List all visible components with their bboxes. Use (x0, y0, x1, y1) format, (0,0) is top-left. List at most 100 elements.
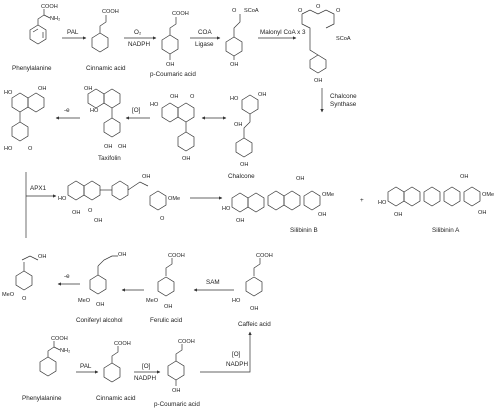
oh-label: OH (118, 144, 126, 150)
oh-label: OH (230, 62, 238, 68)
plus-label: + (360, 197, 364, 204)
nh2-label: NH₂ (60, 348, 70, 354)
taxifolin-label: Taxifolin (98, 155, 121, 162)
phenylalanine-bottom-structure: COOH NH₂ (39, 336, 70, 377)
meo-label: MeO (78, 298, 91, 304)
ho-label: HO (230, 96, 239, 102)
oh-label: OH (164, 304, 172, 310)
cinnamic-bottom-structure: COOH (103, 341, 131, 383)
ome-label: OMe (168, 196, 180, 202)
o-label: O (190, 94, 195, 100)
oh-label: OH (318, 212, 326, 218)
silibinin-a-label: Silibinin A (432, 227, 460, 234)
pal-bottom-label: PAL (80, 363, 92, 370)
oh-label: OH (72, 210, 80, 216)
cinnamic-top-label: Cinnamic acid (86, 65, 126, 72)
o-label: O (88, 208, 93, 214)
oh-label: OH (38, 254, 46, 260)
ho-label: HO (4, 146, 13, 152)
ho-label: HO (90, 108, 99, 114)
minus-e-top-label: -e (64, 107, 70, 114)
oh-label: OH (460, 174, 468, 180)
oh-label: OH (118, 252, 126, 258)
caffeic-acid-structure: COOH HO OH (232, 253, 273, 312)
phenylalanine-top-structure: COOH NH₂ (29, 4, 60, 45)
nadph-b1-label: NADPH (134, 375, 156, 382)
oh-label: OH (478, 210, 486, 216)
cooh-label: COOH (178, 339, 195, 345)
o-label: O (298, 8, 303, 14)
o-label: O (316, 4, 321, 10)
oh-label: OH (104, 144, 112, 150)
silibinin-b-label: Silibinin B (290, 227, 318, 234)
nh2-label: NH₂ (50, 16, 60, 22)
oh-label: OH (258, 92, 266, 98)
coumaric-bottom-structure: COOH OH (167, 339, 195, 394)
ox-mid-label: [O] (132, 107, 141, 114)
ferulic-label: Ferulic acid (150, 317, 183, 324)
o-label: O (160, 216, 165, 222)
cinnamic-top-structure: COOH (91, 9, 119, 53)
coumaroyl-coa-structure: SCoA O OH (225, 8, 259, 68)
phenylalanine-top-label: Phenylalanine (12, 65, 52, 72)
ho-label: HO (378, 200, 387, 206)
phenylalanine-bottom-label: Phenylalanine (22, 395, 62, 402)
ho-label: HO (58, 196, 67, 202)
ome-label: OMe (322, 192, 334, 198)
oh-label: OH (182, 156, 190, 162)
naringenin-structure: HO OH O OH (150, 94, 195, 162)
chalcone-synthase-label-2: Synthase (330, 101, 357, 108)
ox-b1-label: [O] (142, 363, 151, 370)
cooh-label: COOH (51, 336, 68, 342)
scoa-label: SCoA (336, 36, 351, 42)
oh-label: OH (296, 176, 304, 182)
o-label: O (336, 8, 341, 14)
oh-label: OH (172, 388, 180, 394)
nadph-top-label: NADPH (128, 41, 150, 48)
oh-label: OH (234, 122, 242, 128)
chalcone-structure: HO OH OH OH (230, 92, 266, 168)
meo-label: MeO (2, 292, 15, 298)
silibinin-a-structure: HO OH OH OMe OH (378, 174, 494, 218)
coniferyl-label: Coniferyl alcohol (76, 317, 123, 324)
coniferyl-alcohol-structure: OH MeO OH (78, 252, 126, 308)
coumaric-top-label: p-Coumaric acid (150, 71, 196, 78)
arrow-ox-b2 (200, 331, 252, 373)
pal-top-label: PAL (67, 29, 79, 36)
coniferyl-radical-structure: OH MeO O (2, 254, 46, 302)
ho-label: HO (222, 206, 231, 212)
ome-label: OMe (482, 192, 494, 198)
cooh-label: COOH (256, 253, 273, 259)
coumaric-top-structure: COOH OH (161, 11, 189, 68)
oh-label: OH (236, 218, 244, 224)
oh-label: OH (142, 174, 150, 180)
tetraketide-structure: O O O SCoA OH (298, 4, 351, 84)
coupling-intermediate-structure: HO OH O OH OH OMe O (58, 174, 180, 224)
oh-label: OH (84, 86, 92, 92)
o2-label: O₂ (134, 29, 142, 36)
oh-label: OH (394, 212, 402, 218)
ho-label: HO (150, 102, 159, 108)
cooh-label: COOH (41, 4, 58, 10)
o-label: O (28, 146, 33, 152)
scoa-label: SCoA (244, 8, 259, 14)
ligase-label: Ligase (195, 41, 214, 48)
ox-b2-label: [O] (232, 351, 241, 358)
o-label: O (22, 296, 27, 302)
oh-label: OH (38, 86, 46, 92)
ho-label: HO (232, 298, 241, 304)
oh-label: OH (96, 302, 104, 308)
ho-label: HO (4, 90, 13, 96)
oh-label: OH (250, 306, 258, 312)
chalcone-synthase-label-1: Chalcone (330, 93, 357, 100)
oh-label: OH (94, 218, 102, 224)
oh-label: OH (240, 162, 248, 168)
malonyl-label: Malonyl CoA x 3 (260, 29, 306, 36)
coumaric-bottom-label: p-Coumaric acid (154, 401, 200, 408)
taxifolin-radical-structure: HO OH HO O (4, 86, 46, 152)
nadph-b2-label: NADPH (226, 361, 248, 368)
sam-label: SAM (206, 279, 220, 286)
ferulic-acid-structure: COOH MeO OH (146, 253, 185, 310)
cooh-label: COOH (114, 341, 131, 347)
